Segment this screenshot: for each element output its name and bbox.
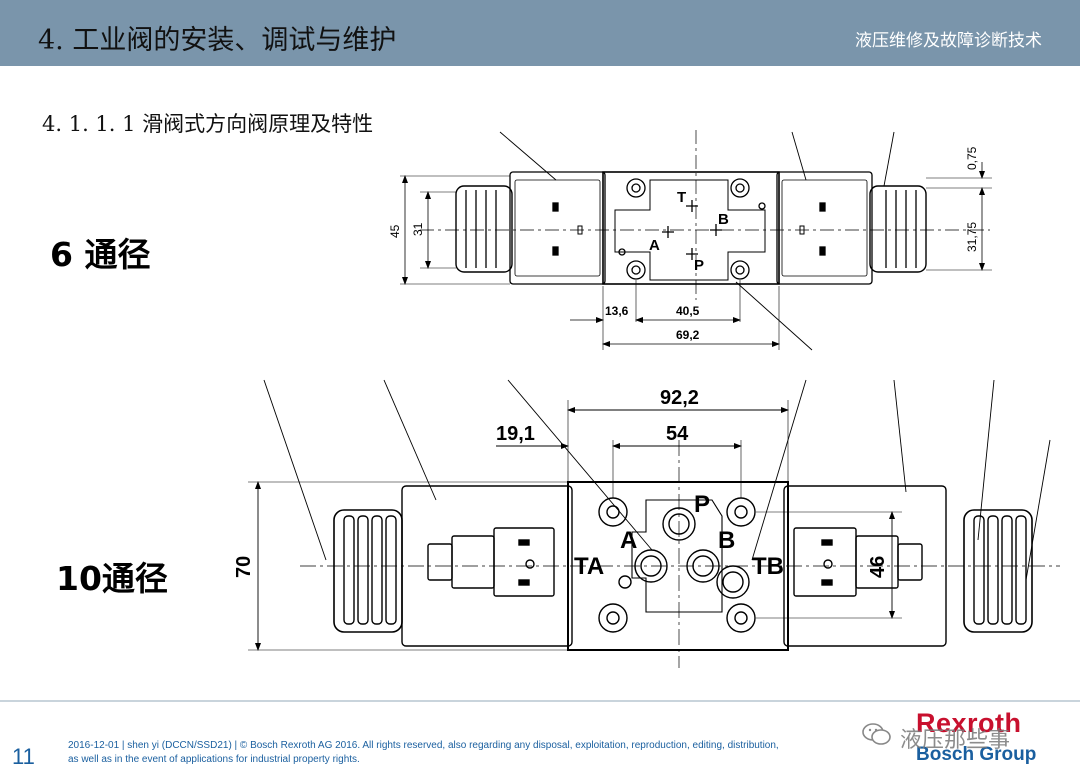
valve10-dim-191: 19,1 — [496, 423, 535, 445]
bosch-group-logo: Bosch Group — [916, 744, 1037, 765]
valve6-label: 6 通径 — [50, 235, 151, 274]
valve10-drawing — [248, 379, 1060, 668]
valve6-dim-405: 40,5 — [676, 304, 700, 318]
wechat-icon — [862, 723, 891, 745]
valve10-port-tb: TB — [752, 553, 784, 580]
page-title: 4. 工业阀的安装、调试与维护 — [38, 25, 397, 56]
valve6-dim-3175: 31,75 — [965, 222, 979, 252]
valve6-dim-075: 0,75 — [965, 146, 979, 170]
header-subtitle: 液压维修及故障诊断技术 — [855, 31, 1042, 51]
valve6-dim-31: 31 — [411, 222, 425, 236]
valve10-port-p: P — [694, 491, 710, 518]
valve6-dim-692: 69,2 — [676, 328, 700, 342]
valve6-port-b: B — [718, 211, 729, 228]
valve6-dim-136: 13,6 — [605, 304, 629, 318]
rexroth-logo: Rexroth — [916, 708, 1022, 738]
footer-copyright-line2: as well as in the event of applications … — [68, 754, 360, 765]
valve6-drawing — [400, 130, 992, 351]
valve6-port-p: P — [694, 257, 704, 274]
valve10-dim-922: 92,2 — [660, 387, 699, 409]
valve10-label: 10通径 — [56, 559, 168, 598]
footer-divider — [0, 700, 1080, 702]
valve10-dim-46: 46 — [867, 556, 889, 578]
valve10-port-b: B — [718, 527, 735, 554]
valve6-port-a: A — [649, 237, 660, 254]
header-bar: 4. 工业阀的安装、调试与维护 液压维修及故障诊断技术 — [0, 0, 1080, 66]
valve10-dim-70: 70 — [233, 556, 255, 578]
page-number: 11 — [12, 744, 35, 769]
watermark-text: 液压那些事 — [900, 728, 1011, 753]
footer-copyright-line1: 2016-12-01 | shen yi (DCCN/SSD21) | © Bo… — [68, 740, 779, 751]
valve-drawings: T B A P 45 31 0,75 31,75 13,6 40,5 69,2 — [233, 130, 1060, 668]
valve6-port-t: T — [677, 189, 686, 206]
valve10-port-a: A — [620, 527, 637, 554]
section-title: 4. 1. 1. 1 滑阀式方向阀原理及特性 — [42, 112, 374, 136]
valve6-dim-45: 45 — [388, 224, 402, 238]
valve10-port-ta: TA — [574, 553, 604, 580]
valve10-dim-54: 54 — [666, 423, 689, 445]
